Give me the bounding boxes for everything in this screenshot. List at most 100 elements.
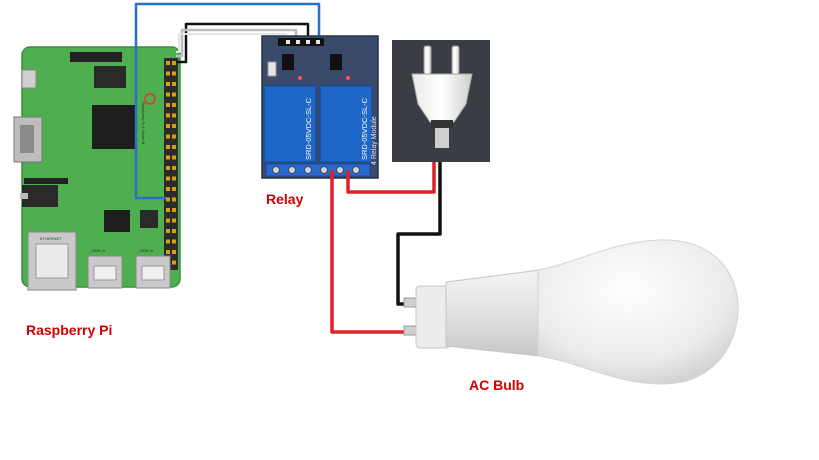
terminal-screws [272, 166, 360, 174]
pi-chip-tiny [140, 210, 158, 228]
display-connector [24, 178, 68, 184]
relay-2-body [319, 85, 373, 163]
control-wires [134, 2, 321, 200]
gpio-pin [166, 187, 170, 191]
gpio-pin [172, 187, 176, 191]
usb2-socket [93, 265, 117, 281]
relay-pin-1 [286, 40, 290, 44]
gpio-pin [166, 155, 170, 160]
red-wire-plug [346, 162, 436, 194]
gpio-pin [172, 61, 176, 65]
usb3-socket [141, 265, 165, 281]
gpio-pin [172, 124, 176, 128]
gpio-pin [166, 197, 170, 202]
pi-ram [94, 66, 126, 88]
hdmi-inner [20, 125, 34, 153]
optocoupler-2 [330, 54, 342, 70]
terminal-screw [352, 166, 360, 174]
ethernet-socket [35, 243, 69, 279]
signal-wire [134, 2, 321, 200]
gpio-pin [166, 103, 170, 107]
gpio-pin [172, 239, 176, 244]
plug-body [411, 73, 473, 123]
usb-c-port [21, 69, 37, 89]
terminal-screw [304, 166, 312, 174]
relay-module: SRD-05VDC-SL-C SRD-05VDC-SL-C 4 Relay Mo… [261, 35, 379, 179]
ground-wire [176, 22, 310, 64]
gpio-pins [166, 61, 176, 265]
usb3-text: USB 3x [140, 248, 154, 253]
gpio-pin [166, 208, 170, 212]
bulb-glass [537, 239, 739, 385]
gpio-pin [166, 92, 170, 97]
gpio-pin [172, 92, 176, 97]
relay-pin-4 [316, 40, 320, 44]
bulb-base [415, 285, 451, 349]
bulb-neck [445, 269, 541, 357]
audio-jack-tip [20, 193, 28, 199]
ac-wires [330, 162, 442, 334]
terminal-screw [336, 166, 344, 174]
plug-prong-left [423, 45, 432, 75]
optocoupler-1 [282, 54, 294, 70]
raspberry-logo-icon [144, 93, 156, 105]
label-ac-bulb: AC Bulb [469, 377, 525, 393]
gpio-pin [166, 250, 170, 254]
gpio-pin [166, 239, 170, 244]
red-wire-bulb [330, 170, 410, 334]
gpio-pin [172, 113, 176, 118]
vcc-wire [176, 28, 298, 58]
module-text: 4 Relay Module [371, 116, 378, 165]
gpio-pin [172, 260, 176, 265]
gpio-pin [166, 218, 170, 223]
gpio-pin [166, 145, 170, 149]
label-relay: Relay [266, 191, 304, 207]
terminal-screw [288, 166, 296, 174]
gpio-pin [166, 229, 170, 233]
audio-jack [22, 185, 58, 207]
gpio-pin [166, 124, 170, 128]
gpio-pin [172, 197, 176, 202]
relay-pin-header [278, 38, 324, 46]
plug-collar [431, 120, 453, 128]
led-1 [298, 76, 302, 80]
ethernet-text: ETHERNET [40, 236, 62, 241]
gpio-pin [172, 176, 176, 181]
gpio-header [164, 58, 178, 270]
ac-bulb [403, 239, 739, 385]
gpio-pin [172, 155, 176, 160]
gpio-pin [166, 134, 170, 139]
pi-chip-small [104, 210, 130, 232]
relay-pin-3 [306, 40, 310, 44]
gpio-pin [172, 166, 176, 170]
gpio-pin [166, 176, 170, 181]
usb2-text: USB 2x [92, 248, 106, 253]
plug-cable [435, 128, 449, 148]
raspberry-pi-board: Raspberry Pi 4 Model B ETHERNET USB 2x U… [13, 46, 181, 291]
relay-1-body [263, 85, 317, 163]
gpio-pin [172, 71, 176, 76]
plug-prong-right [451, 45, 460, 75]
pi-cpu [92, 105, 136, 149]
gpio-pin [166, 71, 170, 76]
gpio-pin [172, 134, 176, 139]
power-plug [392, 40, 490, 162]
gpio-pin [172, 145, 176, 149]
label-raspberry-pi: Raspberry Pi [26, 322, 113, 338]
black-wire [396, 162, 442, 306]
relay-pin-2 [296, 40, 300, 44]
pi-top-connector [70, 52, 122, 62]
gpio-pin [172, 103, 176, 107]
relay-1-text: SRD-05VDC-SL-C [304, 97, 313, 160]
relay-2-text: SRD-05VDC-SL-C [360, 97, 369, 160]
gpio-pin [172, 250, 176, 254]
led-2 [346, 76, 350, 80]
gpio-pin [166, 61, 170, 65]
gpio-pin [166, 82, 170, 86]
gpio-pin [172, 82, 176, 86]
jumper [267, 61, 277, 77]
gpio-pin [172, 229, 176, 233]
gpio-pin [172, 218, 176, 223]
pi-model-text: Raspberry Pi 4 Model B [141, 102, 146, 145]
